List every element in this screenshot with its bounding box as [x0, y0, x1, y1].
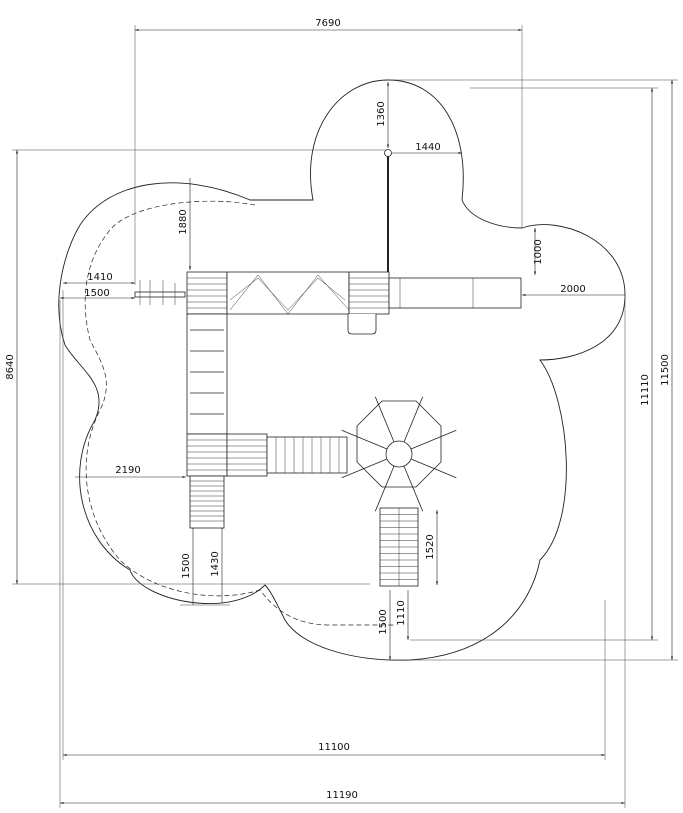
dim-left-top-clearance: 1880	[178, 209, 189, 234]
dimension-labels: 7690 8640 11500 11110 1360 1440 1000 200…	[5, 18, 671, 801]
dim-left-height: 8640	[5, 354, 16, 379]
drawing-line	[374, 396, 395, 443]
drawing-line	[341, 429, 388, 450]
dim-right-lobe-height: 1000	[533, 239, 544, 264]
dim-stair-clearance-a: 1500	[181, 553, 192, 578]
drawing-line	[410, 458, 457, 479]
drawing-line	[341, 458, 388, 479]
drawing-line	[403, 465, 424, 512]
dimension-lines	[15, 28, 674, 805]
dim-right-outer-height: 11500	[660, 354, 671, 386]
dim-top-lobe-offset: 1440	[415, 142, 440, 153]
dim-bottom-inner-width: 11100	[318, 742, 350, 753]
dim-ladder-length: 1520	[425, 534, 436, 559]
dim-bottom-clearance-b: 1110	[396, 600, 407, 625]
drawing-line	[403, 396, 424, 443]
dim-left-clearance-b: 1500	[84, 288, 109, 299]
dim-top-lobe-height: 1360	[376, 101, 387, 126]
drawing-line	[410, 429, 457, 450]
dim-right-slide-clearance: 2000	[560, 284, 585, 295]
drawing-line	[374, 465, 395, 512]
dim-bottom-clearance-a: 1500	[378, 609, 389, 634]
safety-zone-inner	[84, 200, 396, 626]
dim-left-mid-clearance: 2190	[115, 465, 140, 476]
safety-zone-outer	[58, 79, 626, 661]
extension-lines	[12, 25, 678, 808]
play-structure	[134, 149, 522, 587]
dim-left-clearance-a: 1410	[87, 272, 112, 283]
dim-bottom-outer-width: 11190	[326, 790, 358, 801]
dim-right-inner-height: 11110	[640, 374, 651, 406]
dim-stair-clearance-b: 1430	[210, 551, 221, 576]
dim-top-width: 7690	[315, 18, 340, 29]
